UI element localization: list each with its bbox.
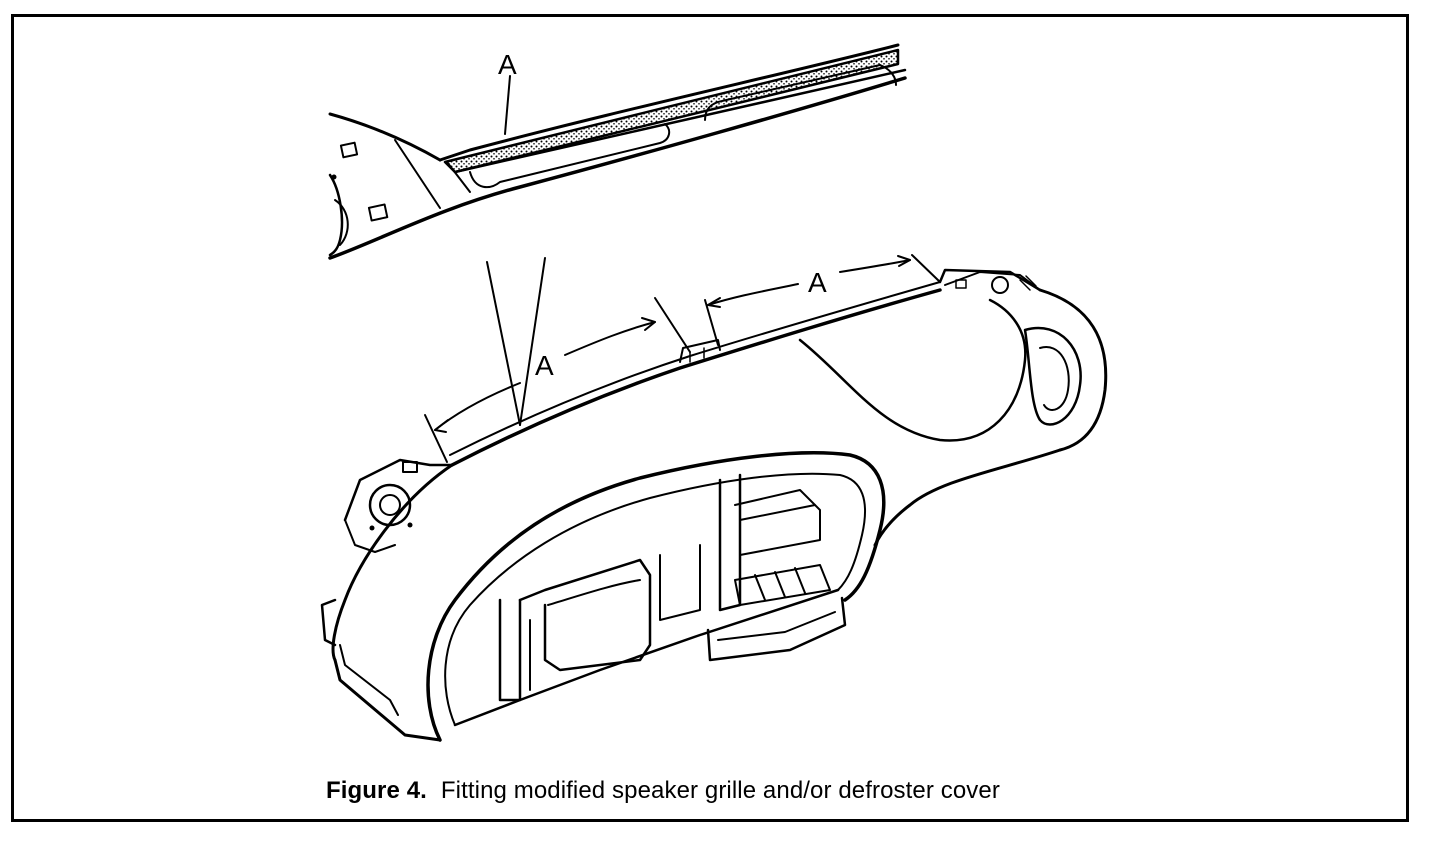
dashboard-body: [320, 268, 1108, 742]
right-dimension-label-a: A: [808, 267, 827, 298]
figure-number: Figure 4.: [326, 777, 427, 804]
left-dimension-label-a: A: [535, 350, 554, 381]
dimension-lines: [424, 254, 941, 463]
figure-caption: Figure 4. Fitting modified speaker grille…: [326, 777, 1000, 805]
view-cone-lines: [486, 257, 546, 426]
figure-frame: [11, 14, 1409, 822]
figure-caption-text: Fitting modified speaker grille and/or d…: [440, 777, 1000, 804]
detail-view: [328, 43, 907, 260]
detail-label-a: A: [498, 49, 517, 80]
